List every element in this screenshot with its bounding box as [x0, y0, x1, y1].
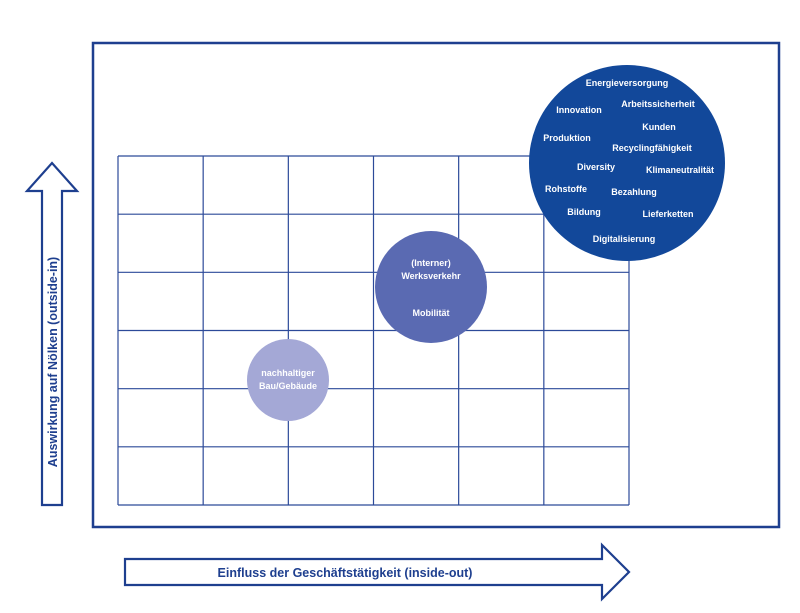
topic-label: Rohstoffe [545, 184, 587, 194]
topic-label: Arbeitssicherheit [621, 99, 695, 109]
topic-circle-low: nachhaltiger Bau/Gebäude [247, 339, 329, 421]
topic-label: Bau/Gebäude [259, 381, 317, 391]
y-axis-label: Auswirkung auf Nölken (outside-in) [46, 257, 60, 467]
topic-label: Recyclingfähigkeit [612, 143, 692, 153]
topic-label: Bezahlung [611, 187, 657, 197]
topic-label: Energieversorgung [586, 78, 669, 88]
topic-circle-mid: (Interner) Werksverkehr Mobilität [375, 231, 487, 343]
topic-label: (Interner) [411, 258, 451, 268]
x-axis-arrow: Einfluss der Geschäftstätigkeit (inside-… [123, 542, 631, 602]
x-axis-label: Einfluss der Geschäftstätigkeit (inside-… [218, 566, 473, 580]
topic-label: Klimaneutralität [646, 165, 714, 175]
topic-circle-high: Energieversorgung Innovation Arbeitssich… [529, 65, 725, 261]
topic-label: Mobilität [413, 308, 450, 318]
matrix-frame [91, 41, 781, 529]
topic-label: Kunden [642, 122, 676, 132]
topic-label: Diversity [577, 162, 615, 172]
y-axis-arrow: Auswirkung auf Nölken (outside-in) [24, 161, 80, 507]
topic-label: Produktion [543, 133, 591, 143]
topic-label: Digitalisierung [593, 234, 656, 244]
topic-label: Bildung [567, 207, 601, 217]
topic-label: nachhaltiger [261, 368, 315, 378]
topic-label: Lieferketten [642, 209, 693, 219]
topic-label: Innovation [556, 105, 602, 115]
topic-label: Werksverkehr [401, 271, 461, 281]
